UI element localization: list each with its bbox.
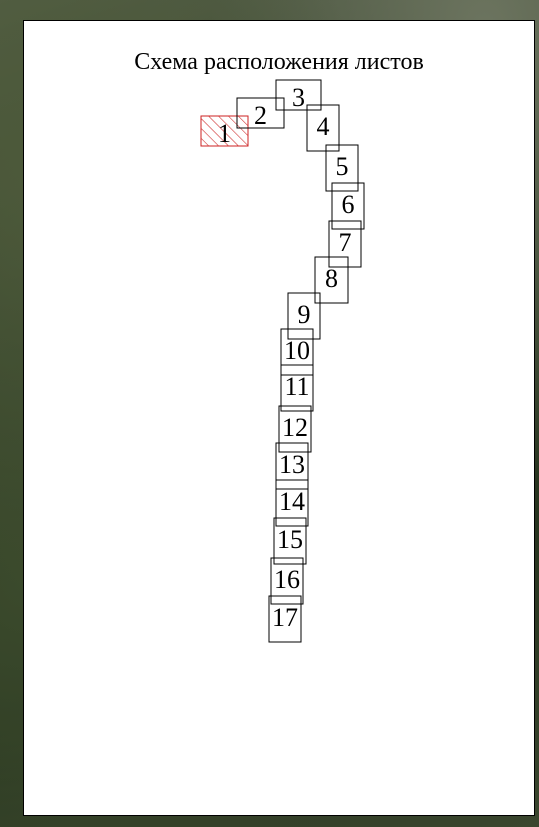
- sheet-number-label: 4: [317, 112, 330, 141]
- sheet-number-label: 14: [279, 487, 305, 516]
- sheet-12[interactable]: 12: [279, 406, 311, 452]
- sheet-number-label: 1: [218, 119, 231, 148]
- sheet-4[interactable]: 4: [307, 105, 339, 151]
- sheet-number-label: 12: [282, 413, 308, 442]
- sheet-5[interactable]: 5: [326, 145, 358, 191]
- sheet-number-label: 11: [284, 372, 309, 401]
- sheet-number-label: 17: [272, 603, 298, 632]
- sheet-number-label: 3: [292, 83, 305, 112]
- sheet-3[interactable]: 3: [276, 80, 321, 112]
- sheet-14[interactable]: 14: [276, 480, 308, 526]
- sheet-number-label: 8: [325, 264, 338, 293]
- sheet-number-label: 10: [284, 336, 310, 365]
- sheet-15[interactable]: 15: [274, 518, 306, 564]
- sheet-number-label: 5: [336, 152, 349, 181]
- sheet-1[interactable]: 1: [201, 116, 248, 148]
- sheet-17[interactable]: 17: [269, 596, 301, 642]
- sheet-number-label: 16: [274, 565, 300, 594]
- sheet-11[interactable]: 11: [281, 365, 313, 411]
- sheet-16[interactable]: 16: [271, 558, 303, 604]
- sheet-number-label: 15: [277, 525, 303, 554]
- sheet-7[interactable]: 7: [329, 221, 361, 267]
- sheet-number-label: 7: [339, 228, 352, 257]
- sheet-6[interactable]: 6: [332, 183, 364, 229]
- sheet-number-label: 2: [254, 101, 267, 130]
- sheet-number-label: 9: [298, 300, 311, 329]
- sheet-number-label: 13: [279, 450, 305, 479]
- sheet-10[interactable]: 10: [281, 329, 313, 375]
- sheet-number-label: 6: [342, 190, 355, 219]
- sheet-13[interactable]: 13: [276, 443, 308, 489]
